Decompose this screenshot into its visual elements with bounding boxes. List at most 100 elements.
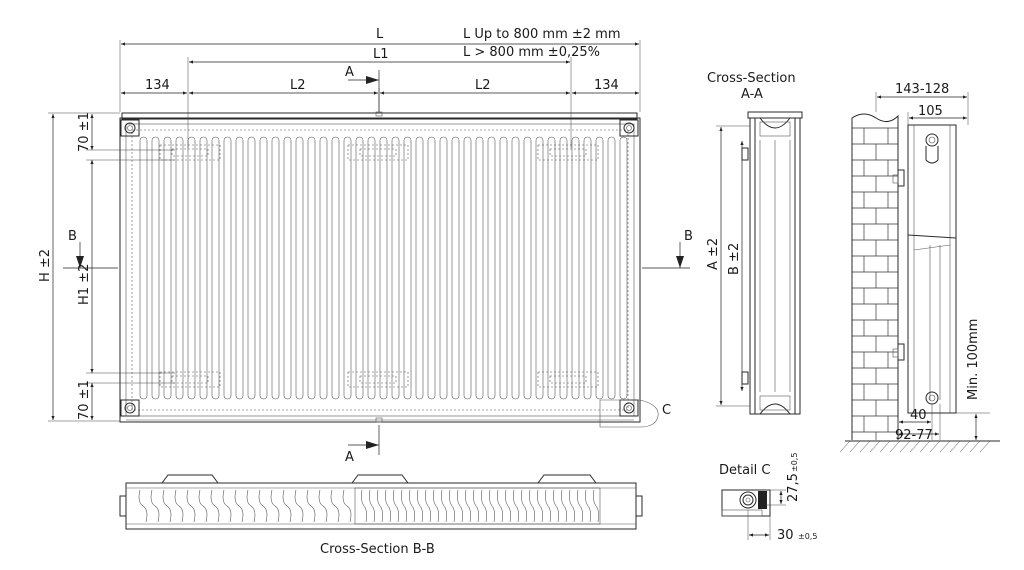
detail-c-title: Detail C — [719, 463, 771, 478]
fin — [367, 136, 376, 400]
section-b-marker-right: B — [684, 229, 693, 244]
fin — [427, 136, 436, 400]
fin-profile — [569, 489, 575, 523]
detail-c-drawing — [721, 489, 786, 540]
tolerance-note-over: L > 800 mm ±0,25% — [463, 45, 600, 60]
fin-profile — [361, 489, 367, 523]
mounting-brackets — [159, 144, 599, 388]
fin-profile — [553, 489, 559, 523]
fin-profile — [186, 489, 196, 523]
dim-L2-left-label: L2 — [290, 78, 306, 93]
fin — [559, 136, 568, 400]
dim-134-left-label: 134 — [145, 78, 170, 93]
fin — [463, 136, 472, 400]
fin — [415, 136, 424, 400]
fin — [319, 136, 328, 400]
fin — [451, 136, 460, 400]
fin-profile — [521, 489, 527, 523]
fin-profile — [342, 489, 352, 523]
dim-L1-label: L1 — [373, 47, 389, 62]
fin-profile — [162, 489, 172, 523]
detail-c-marker: C — [662, 403, 671, 418]
fin-profile — [537, 489, 543, 523]
fin — [211, 136, 220, 400]
fin — [535, 136, 544, 400]
fin — [223, 136, 232, 400]
fin — [595, 136, 604, 400]
fin — [511, 136, 520, 400]
fin-profile — [529, 489, 535, 523]
fin-profile — [505, 489, 511, 523]
section-a-a-title-line2: A-A — [741, 87, 763, 102]
dim-30-label: 30 — [777, 528, 794, 543]
dim-134-right-label: 134 — [594, 78, 619, 93]
dim-30-tolerance: ±0,5 — [798, 532, 817, 541]
fin-profile — [174, 489, 184, 523]
hatch-line — [949, 440, 961, 453]
dim-70-bottom-label: 70 ±1 — [77, 380, 92, 420]
hatch-line — [929, 440, 941, 453]
fin-profile — [393, 489, 399, 523]
hatch-line — [979, 440, 991, 453]
fin-profile — [282, 489, 292, 523]
side-view-wall-mounting — [839, 92, 1000, 453]
fin-profile — [425, 489, 431, 523]
fin — [439, 136, 448, 400]
fin — [343, 136, 352, 400]
fin — [619, 136, 628, 400]
fin-profile — [513, 489, 519, 523]
dim-27-5-label: 27,5 — [786, 473, 801, 502]
fin-profile — [417, 489, 423, 523]
section-b-b-fins — [138, 489, 599, 523]
dim-min-100mm-label: Min. 100mm — [966, 319, 981, 400]
dim-B-label: B ±2 — [727, 243, 742, 275]
fin-profile — [473, 489, 479, 523]
dim-H1-label: H1 ±2 — [77, 264, 92, 305]
fin-profile — [489, 489, 495, 523]
fin-profile — [593, 489, 599, 523]
fin — [523, 136, 532, 400]
section-b-b-title: Cross-Section B-B — [320, 542, 435, 557]
fin — [163, 136, 172, 400]
fin — [355, 136, 364, 400]
fin-profile — [561, 489, 567, 523]
dim-70-top-label: 70 ±1 — [77, 112, 92, 152]
dim-A-label: A ±2 — [706, 238, 721, 270]
hatch-line — [849, 440, 861, 453]
fin-profile — [234, 489, 244, 523]
fin-profile — [330, 489, 340, 523]
cross-section-b-b — [119, 474, 643, 530]
hatch-line — [969, 440, 981, 453]
fin-profile — [457, 489, 463, 523]
section-a-marker-top: A — [345, 65, 354, 80]
fin-profile — [318, 489, 328, 523]
fin — [295, 136, 304, 400]
fin — [403, 136, 412, 400]
brick-wall — [852, 127, 898, 440]
fin — [499, 136, 508, 400]
fin-profile — [222, 489, 232, 523]
fin — [331, 136, 340, 400]
hatch-line — [959, 440, 971, 453]
fin-profile — [401, 489, 407, 523]
front-view — [48, 40, 690, 455]
hatch-line — [879, 440, 891, 453]
hatch-line — [909, 440, 921, 453]
hatch-line — [839, 440, 851, 453]
fin-profile — [210, 489, 220, 523]
fin-profile — [246, 489, 256, 523]
fin — [583, 136, 592, 400]
dim-92-77-label: 92-77 — [895, 428, 933, 443]
fin — [487, 136, 496, 400]
section-a-a-title-line1: Cross-Section — [707, 71, 796, 86]
radiator-fins — [139, 136, 628, 400]
fin — [475, 136, 484, 400]
fin-profile — [377, 489, 383, 523]
fin — [259, 136, 268, 400]
hatch-line — [859, 440, 871, 453]
fin — [175, 136, 184, 400]
fin — [247, 136, 256, 400]
fin-profile — [545, 489, 551, 523]
fin-profile — [449, 489, 455, 523]
